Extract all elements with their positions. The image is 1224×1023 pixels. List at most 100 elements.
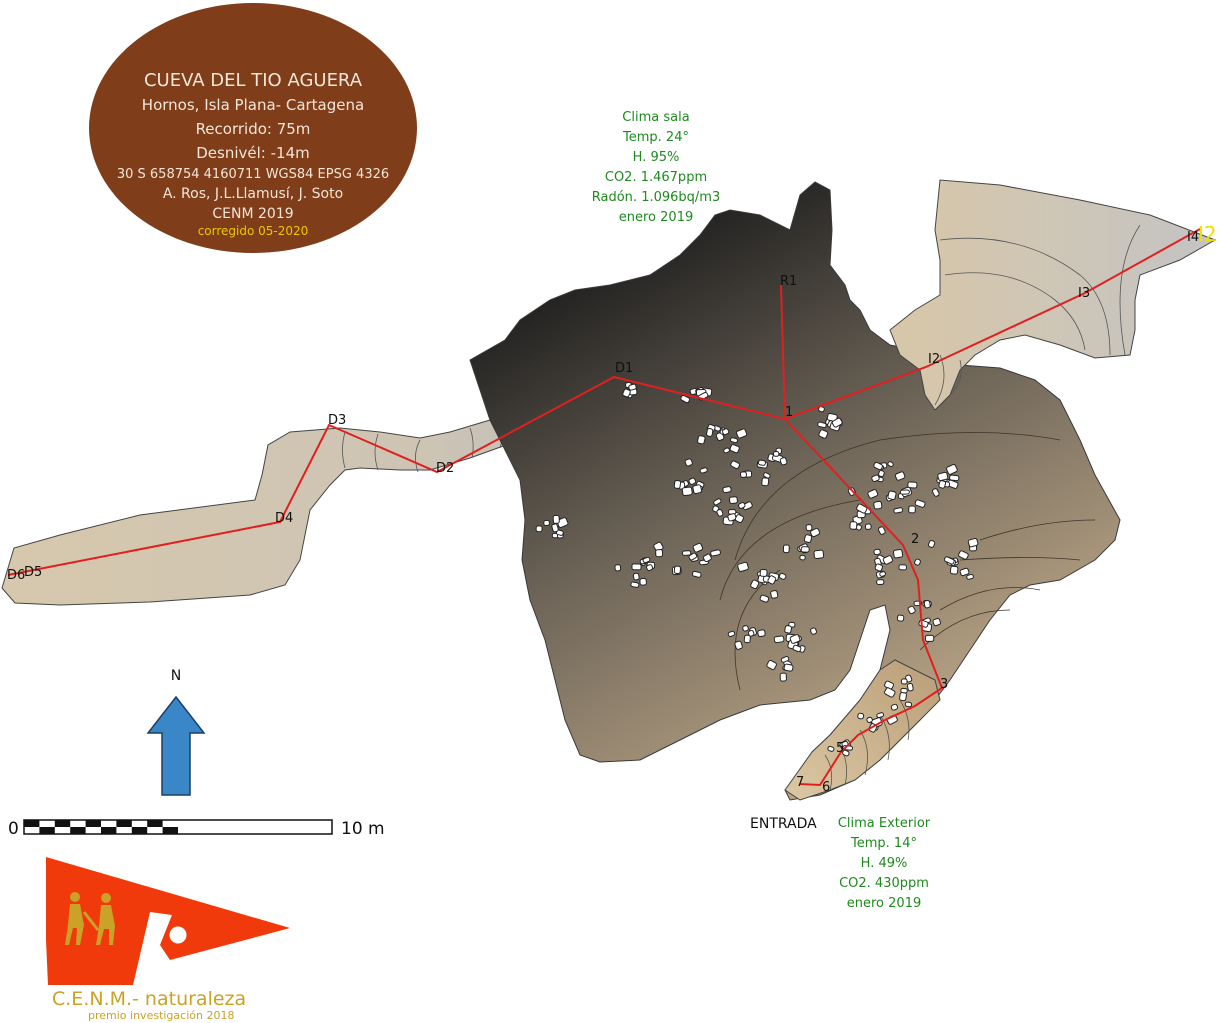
rock-block	[772, 451, 780, 457]
clima-exterior-line: Clima Exterior	[838, 816, 931, 831]
rock-block	[867, 489, 879, 499]
rock-block	[739, 471, 747, 478]
rock-block	[779, 672, 787, 682]
right-passage	[889, 179, 1217, 411]
rock-block	[723, 447, 730, 454]
cave-location: Hornos, Isla Plana- Cartagena	[142, 96, 364, 114]
rock-block	[727, 513, 737, 522]
rock-block	[803, 534, 813, 543]
rock-block	[857, 712, 865, 720]
logo-award: premio investigación 2018	[88, 1009, 234, 1022]
scale-end: 10 m	[341, 819, 385, 839]
rock-block	[943, 556, 955, 565]
chamber-contours	[719, 432, 1096, 691]
rock-block	[931, 488, 940, 497]
scale-segment	[39, 827, 55, 834]
rock-block	[877, 526, 886, 535]
rock-block	[747, 629, 755, 637]
rock-block	[884, 687, 896, 698]
rock-block	[959, 567, 970, 577]
station-2: 2	[911, 532, 919, 547]
clima-sala: Clima sala Temp. 24° H. 95% CO2. 1.467pp…	[592, 110, 720, 225]
rock-block	[727, 630, 736, 638]
station-5: 5	[836, 741, 844, 756]
rock-block	[759, 568, 768, 577]
rock-block	[692, 484, 703, 494]
station-i4: I4	[1187, 230, 1199, 245]
rock-block	[890, 703, 899, 711]
rock-block	[630, 581, 640, 588]
rock-block	[556, 517, 569, 528]
rock-block	[734, 514, 744, 523]
rock-block	[673, 565, 681, 574]
scale-start: 0	[8, 819, 19, 839]
cave-length: Recorrido: 75m	[196, 120, 311, 138]
rock-block	[810, 527, 821, 538]
rock-block	[907, 605, 916, 615]
rock-block	[710, 549, 721, 557]
scale-segment	[162, 827, 178, 834]
rock-block	[738, 502, 746, 509]
scale-segment	[24, 820, 40, 827]
rock-block	[958, 550, 969, 560]
rock-block	[632, 572, 640, 581]
rock-block	[737, 561, 749, 572]
rock-block	[783, 663, 794, 672]
rock-block	[949, 474, 960, 482]
station-1: 1	[785, 405, 793, 420]
rock-block	[923, 600, 931, 609]
rock-block	[780, 656, 790, 663]
rock-block	[551, 523, 559, 533]
rock-block	[904, 701, 913, 708]
correction-date: corregido 05-2020	[198, 224, 309, 238]
rock-block	[831, 417, 843, 428]
station-d1: D1	[615, 361, 633, 376]
rock-block	[552, 514, 560, 524]
scale-segment	[116, 820, 132, 827]
clima-sala-line: Clima sala	[622, 110, 689, 125]
rock-block	[805, 524, 813, 532]
station-6: 6	[822, 780, 830, 795]
rock-block	[628, 383, 637, 391]
scale-segment	[85, 820, 101, 827]
survey-line	[7, 228, 1201, 787]
rock-block	[784, 625, 792, 634]
rock-block	[908, 505, 916, 514]
rock-block	[673, 480, 682, 489]
rock-block	[699, 467, 708, 474]
rock-block	[770, 590, 779, 599]
rock-block	[757, 629, 766, 637]
rock-block	[898, 564, 907, 571]
rock-block	[639, 577, 647, 586]
station-d4: D4	[275, 511, 293, 526]
rock-block	[907, 481, 918, 489]
rock-block	[887, 461, 894, 467]
rock-block	[631, 563, 642, 571]
rock-block	[730, 460, 741, 470]
scale-segment	[101, 827, 117, 834]
rock-block	[729, 444, 740, 454]
north-arrow-icon: N	[146, 668, 206, 796]
rock-block	[543, 519, 550, 526]
clima-exterior-line: enero 2019	[847, 896, 921, 911]
rock-block	[759, 594, 770, 603]
rock-block	[730, 437, 739, 444]
rock-block	[691, 570, 702, 578]
rock-block	[887, 490, 897, 501]
rock-block	[702, 553, 712, 563]
rock-block	[766, 660, 777, 671]
rock-block	[742, 625, 749, 632]
rock-block	[873, 500, 883, 510]
rock-block	[928, 540, 936, 548]
rock-block	[937, 471, 949, 482]
cave-depth: Desnivél: -14m	[196, 144, 309, 162]
station-i2: I2	[928, 352, 940, 367]
rock-block	[932, 618, 941, 627]
rock-block	[680, 394, 691, 404]
rock-block	[642, 556, 651, 564]
rock-block	[734, 640, 743, 650]
cave-authors: A. Ros, J.L.Llamusí, J. Soto	[163, 186, 343, 202]
rock-block	[899, 691, 907, 702]
rock-block	[646, 564, 654, 572]
